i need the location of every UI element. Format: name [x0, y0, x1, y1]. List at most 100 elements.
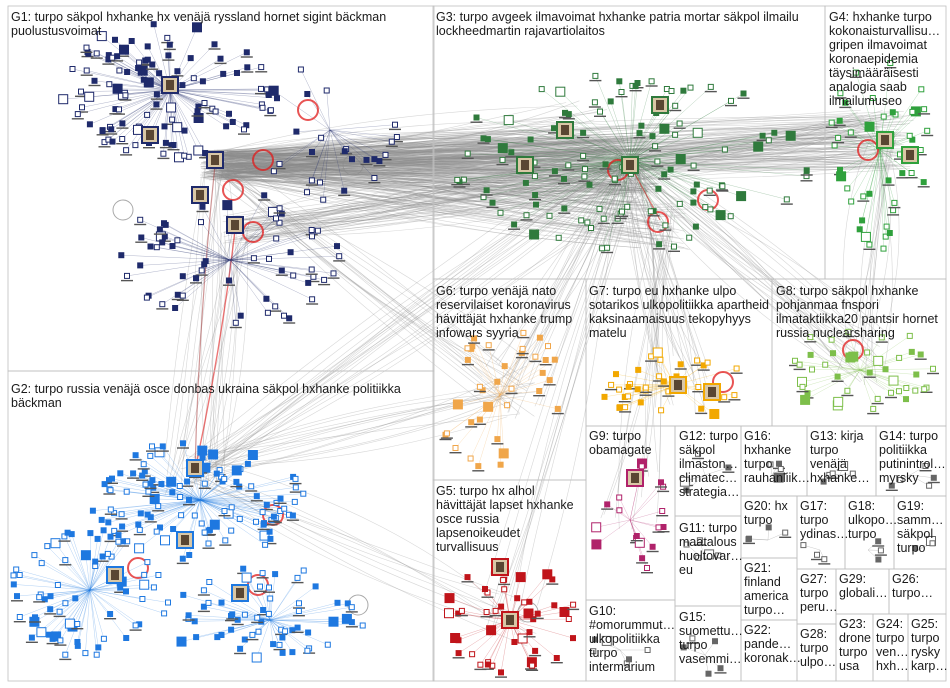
node-label-mark-233: [152, 510, 165, 512]
bundle-edge-2-17: [223, 170, 686, 214]
network-node-128: [226, 277, 232, 284]
network-node-185: [317, 179, 323, 186]
network-node-37: [83, 67, 90, 74]
node-label-mark-510: [649, 150, 662, 152]
cluster-edge-6-22: [629, 132, 698, 161]
bundle-edge-2-1: [217, 160, 685, 232]
node-label-mark-498: [486, 206, 499, 209]
network-node-402: [259, 570, 266, 577]
network-node-216: [180, 440, 186, 447]
node-label-mark-305: [198, 487, 211, 489]
node-label-mark-267: [264, 542, 277, 545]
bundle-edge-0-18: [222, 146, 642, 165]
cluster-edge-3-44: [199, 486, 240, 501]
network-node-373: [123, 588, 129, 595]
bundle-edge-0-95: [221, 168, 651, 180]
network-node-352: [99, 553, 106, 560]
network-node-172: [320, 196, 327, 203]
cluster-edge-5-56: [221, 602, 271, 621]
node-label-mark-38: [80, 74, 93, 76]
bundle-edge-10-3: [487, 170, 636, 393]
network-node-224: [123, 488, 130, 495]
cluster-edge-2-24: [326, 90, 331, 131]
cluster-edge-0-43: [115, 89, 171, 110]
network-node-5: [124, 69, 131, 75]
network-node-342: [47, 606, 54, 613]
node-label-mark-725: [831, 380, 844, 382]
bundle-edge-0-2: [224, 151, 623, 178]
node-label-mark-278: [137, 468, 150, 470]
self-loop-0: [252, 149, 274, 171]
network-node-590: [891, 199, 898, 206]
network-node-92: [91, 77, 98, 84]
cluster-edge-5-59: [269, 619, 274, 645]
network-node-709: [733, 365, 740, 372]
cluster-edge-6-113: [629, 159, 690, 238]
cluster-edge-6-10: [560, 91, 631, 161]
node-label-mark-588: [914, 154, 927, 156]
node-label-mark-629: [525, 668, 537, 670]
node-label-mark-658: [515, 356, 528, 359]
bundle-edge-2-49: [214, 175, 644, 204]
hub-avatar-figure-17: [674, 380, 682, 390]
network-node-281: [253, 518, 259, 525]
bundle-edge-8-1: [636, 166, 863, 382]
network-node-192: [363, 156, 370, 163]
cluster-edge-5-30: [269, 619, 363, 626]
cluster-edge-9-6: [499, 390, 540, 396]
cluster-edge-11-38: [859, 351, 912, 371]
bundle-edge-7-23: [625, 160, 912, 169]
node-label-mark-503: [577, 159, 590, 162]
network-node-623: [542, 569, 553, 580]
node-label-mark-83: [146, 68, 159, 70]
cluster-edge-0-38: [169, 88, 262, 91]
cluster-edge-4-56: [47, 545, 91, 591]
bundle-edge-3-27: [241, 182, 660, 245]
node-label-mark-584: [887, 214, 900, 216]
cluster-edge-5-22: [269, 619, 334, 622]
node-label-mark-569: [832, 141, 845, 144]
cluster-edge-2-23: [311, 129, 331, 181]
bundle-edge-8-15: [626, 151, 837, 347]
cluster-edge-6-66: [457, 159, 631, 181]
network-node-779: [590, 648, 597, 655]
cluster-edge-5-5: [269, 619, 280, 645]
bundle-edge-1-8: [206, 137, 603, 162]
network-node-759: [616, 507, 623, 514]
bundle-edge-0-112: [219, 143, 611, 154]
network-node-529: [765, 137, 772, 144]
network-node-132: [172, 305, 179, 311]
node-label-mark-261: [289, 482, 302, 485]
network-node-566: [899, 170, 906, 177]
network-node-177: [318, 134, 325, 141]
network-node-277: [140, 461, 147, 468]
bundle-edge-14-9: [872, 141, 893, 372]
bundle-edge-0-79: [205, 150, 635, 185]
network-node-625: [455, 637, 462, 644]
bundle-edge-12-2: [189, 475, 537, 634]
bundle-edge-2-13: [228, 175, 641, 204]
node-label-mark-541: [558, 182, 570, 185]
bundle-edge-15-3: [208, 153, 483, 378]
bundle-edge-0-84: [217, 141, 613, 156]
bundle-edge-2-28: [203, 171, 680, 216]
cluster-edge-4-53: [52, 589, 91, 640]
bundle-edge-0-140: [225, 155, 601, 168]
node-label-mark-385: [345, 626, 358, 628]
network-node-173: [341, 187, 348, 194]
cluster-edge-1-38: [177, 240, 231, 261]
node-label-mark-59: [141, 63, 154, 66]
network-node-815: [821, 556, 828, 563]
bundle-edge-7-4: [632, 160, 877, 165]
bundle-edge-17-9: [189, 159, 629, 483]
node-label-mark-529: [599, 168, 612, 170]
bundle-edge-8-4: [638, 161, 880, 360]
node-label-mark-358: [54, 644, 67, 646]
group-box-layer: [7, 5, 947, 682]
node-label-mark-816: [818, 563, 831, 565]
node-label-mark-502: [451, 183, 464, 186]
node-label-mark-363: [129, 629, 142, 631]
network-node-19: [201, 100, 208, 106]
bundle-edge-1-27: [224, 139, 609, 166]
cluster-edge-9-2: [499, 356, 536, 396]
